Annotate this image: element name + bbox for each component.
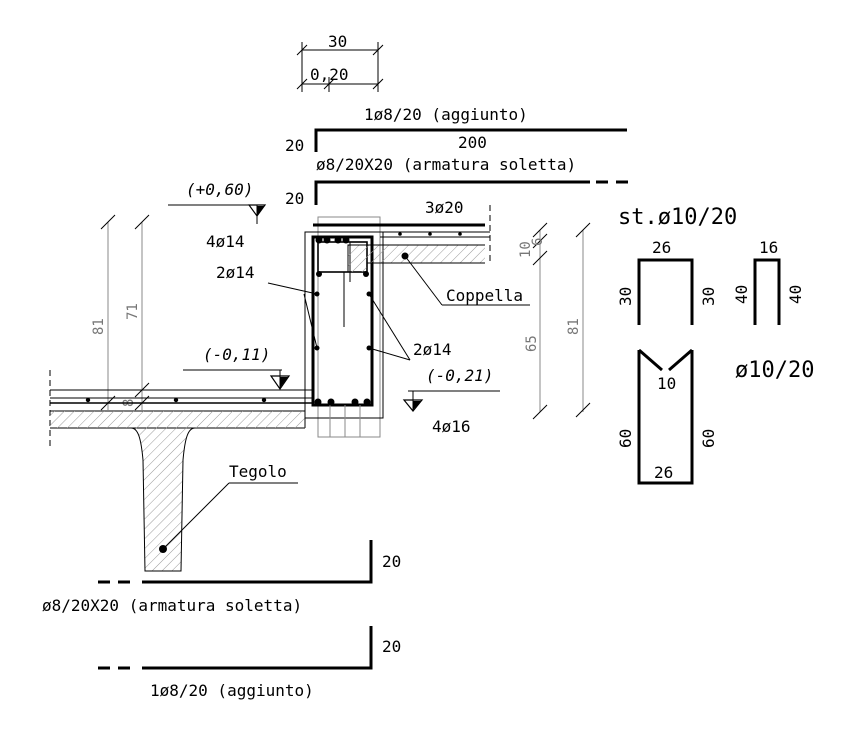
stirrup-3-notch-label: 10 (657, 374, 676, 393)
bottom-slab-mesh: 20 ø8/20X20 (armatura soletta) (42, 540, 401, 615)
stirrup-3-left-label: 60 (616, 429, 635, 448)
dim-left-71-label: 71 (125, 303, 141, 320)
dim-right-81-label: 81 (566, 318, 582, 335)
dim-left-81-label: 81 (91, 318, 107, 335)
right-dimension-lines: 10 6 65 81 (518, 222, 591, 420)
coppella-label: Coppella (446, 286, 523, 305)
dim-right-65-label: 65 (524, 335, 540, 352)
slab-right: 3ø20 (313, 198, 491, 265)
stirrup-1-left-label: 30 (616, 287, 635, 306)
dim-30-label: 30 (328, 32, 347, 51)
level-mid-label: (-0,11) (203, 345, 270, 364)
stirrup-1-right-label: 30 (699, 287, 718, 306)
bar-bottom-beam-label: 4ø16 (432, 417, 471, 436)
level-mark-low: (-0,21) (402, 366, 500, 412)
bottom-slab-mesh-label: ø8/20X20 (armatura soletta) (42, 596, 302, 615)
bottom-added-bar-label: 1ø8/20 (aggiunto) (150, 681, 314, 700)
stirrup-2-diameter-label: ø10/20 (735, 358, 814, 383)
top-slab-mesh: ø8/20X20 (armatura soletta) 20 (285, 155, 636, 208)
tegolo-element: Tegolo (50, 411, 305, 572)
stirrups-title: st.ø10/20 (618, 205, 737, 230)
bottom-added-bar: 20 1ø8/20 (aggiunto) (98, 626, 401, 700)
top-hook-2-label: 20 (285, 189, 304, 208)
dim-right-6-label: 6 (530, 238, 546, 246)
stirrup-shape-1: 26 30 30 (616, 238, 718, 325)
left-dimension-lines: 81 71 8 (91, 214, 150, 411)
stirrup-3-bottom-label: 26 (654, 463, 673, 482)
dim-right-10-label: 10 (518, 241, 534, 258)
tegolo-label: Tegolo (229, 462, 287, 481)
bar-side-upper-label: 2ø14 (216, 263, 255, 282)
stirrup-shape-3: 10 60 60 26 (616, 348, 718, 485)
level-low-label: (-0,21) (426, 366, 493, 385)
stirrup-3-right-label: 60 (699, 429, 718, 448)
dim-spacing-label: 0,20 (310, 65, 349, 84)
stirrup-shape-2: 16 40 40 ø10/20 (732, 238, 814, 383)
level-top-label: (+0,60) (186, 180, 253, 199)
top-added-bar-label: 1ø8/20 (aggiunto) (364, 105, 528, 124)
bar-slab-top-label: 3ø20 (425, 198, 464, 217)
stirrup-1-top-label: 26 (652, 238, 671, 257)
top-bar-length-label: 200 (458, 133, 487, 152)
top-slab-mesh-label: ø8/20X20 (armatura soletta) (316, 155, 576, 174)
bottom-hook-2-label: 20 (382, 637, 401, 656)
level-mark-mid: (-0,11) (183, 345, 291, 391)
stirrup-2-top-label: 16 (759, 238, 778, 257)
stirrup-2-right-label: 40 (786, 285, 805, 304)
bottom-hook-1-label: 20 (382, 552, 401, 571)
top-hook-1-label: 20 (285, 136, 304, 155)
bar-top-beam-label: 4ø14 (206, 232, 245, 251)
bar-side-lower-label: 2ø14 (413, 340, 452, 359)
top-added-bar: 1ø8/20 (aggiunto) 20 200 (285, 105, 627, 155)
level-mark-top: (+0,60) (168, 180, 267, 224)
coppella-element: Coppella (347, 244, 530, 306)
top-dimension-30: 30 0,20 (296, 32, 384, 92)
stirrup-2-left-label: 40 (732, 285, 751, 304)
